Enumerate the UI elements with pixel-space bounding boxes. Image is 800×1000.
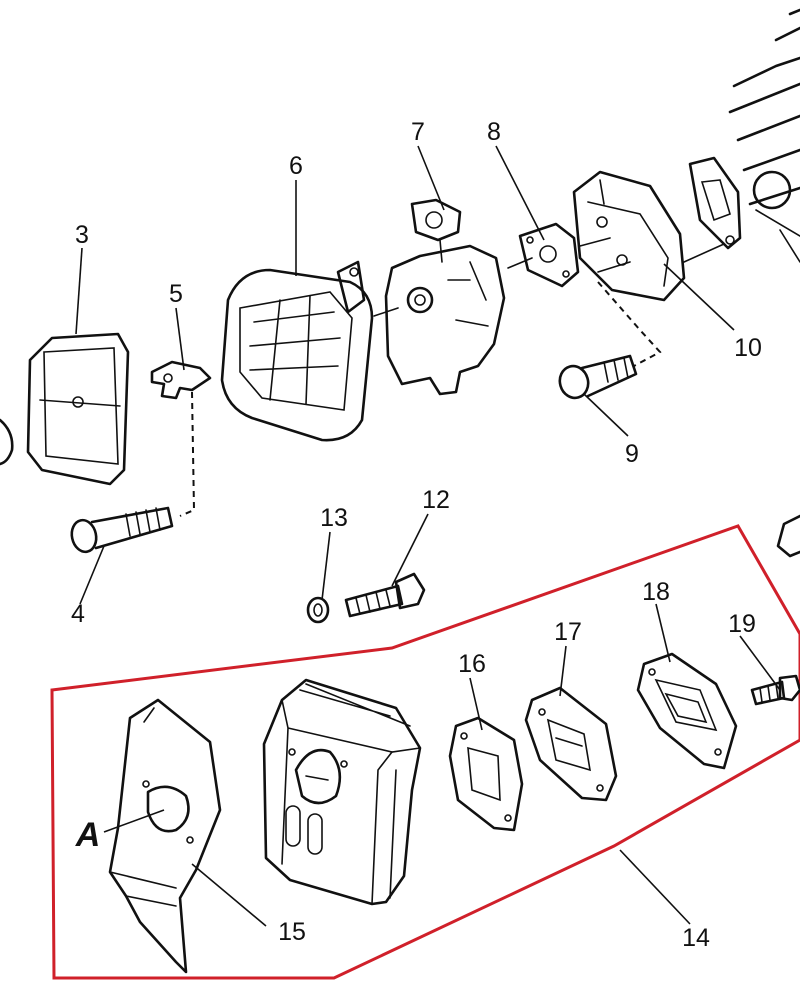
callout-5: 5 — [169, 280, 183, 308]
callout-17: 17 — [554, 618, 582, 646]
part-15-heat-shield — [108, 698, 222, 974]
part-edge-right — [776, 514, 800, 558]
callout-4: 4 — [71, 600, 85, 628]
part-18-flange — [636, 652, 738, 770]
callout-labels: 3 4 5 6 7 8 9 10 12 13 14 15 16 17 18 19… — [71, 118, 762, 952]
leader-lines — [75, 145, 781, 927]
part-17-gasket — [524, 686, 618, 802]
part-edge-left — [0, 418, 14, 466]
callout-3: 3 — [75, 221, 89, 249]
part-7-carburetor — [373, 198, 506, 396]
callout-9: 9 — [625, 440, 639, 468]
callout-15: 15 — [278, 918, 306, 946]
kit-outline-14 — [50, 524, 800, 980]
callout-12: 12 — [422, 486, 450, 514]
part-9-screw — [558, 281, 662, 400]
callout-6: 6 — [289, 152, 303, 180]
part-gasket-right — [683, 156, 742, 263]
part-16-gasket — [448, 716, 524, 832]
part-10-flange — [572, 170, 686, 302]
callout-8: 8 — [487, 118, 501, 146]
part-12-bolt — [344, 572, 426, 618]
callout-7: 7 — [411, 118, 425, 146]
callout-16: 16 — [458, 650, 486, 678]
muffler — [262, 678, 422, 906]
part-cylinder-partial — [728, 8, 800, 263]
part-13-washer — [306, 596, 330, 624]
callout-A: A — [75, 816, 101, 854]
callout-19: 19 — [728, 610, 756, 638]
callout-10: 10 — [734, 334, 762, 362]
callout-14: 14 — [682, 924, 710, 952]
part-6-housing — [220, 260, 374, 442]
callout-18: 18 — [642, 578, 670, 606]
part-8-gasket — [507, 222, 580, 288]
part-19-bolt — [750, 674, 800, 706]
part-3-air-filter — [26, 332, 130, 486]
callout-13: 13 — [320, 504, 348, 532]
part-4-screw — [70, 506, 174, 554]
part-5-bracket — [150, 360, 212, 517]
